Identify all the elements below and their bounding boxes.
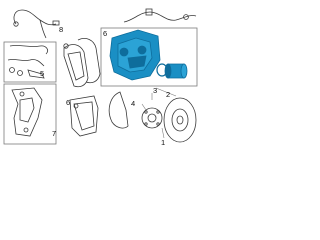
callout-label: 3 — [153, 86, 157, 95]
callout-label: 7 — [52, 129, 56, 138]
sensor-harness-lower — [7, 45, 48, 79]
group-box-5 — [3, 41, 57, 83]
callout-leaders — [141, 87, 177, 139]
callout-label: 6 — [103, 29, 107, 38]
wear-sensor-harness-upper — [13, 9, 60, 39]
brake-hose — [123, 8, 197, 23]
caliper-piston — [164, 63, 188, 79]
callout-label: 6 — [66, 98, 70, 107]
brake-rotor — [163, 97, 197, 143]
callout-label: 2 — [166, 90, 170, 99]
brake-pads — [63, 38, 101, 88]
callout-label: 5 — [40, 69, 44, 78]
brake-assembly-diagram: 8 5 7 6 6 — [3, 8, 198, 147]
brake-caliper-highlighted — [109, 29, 161, 81]
group-box-7 — [3, 83, 57, 145]
group-box-caliper — [100, 27, 198, 87]
callout-label: 8 — [59, 25, 63, 34]
callout-label: 1 — [161, 138, 165, 147]
splash-shield — [108, 91, 129, 129]
caliper-bracket — [11, 87, 43, 137]
hub-bearing — [141, 107, 163, 129]
callout-label: 4 — [131, 99, 135, 108]
pad-hardware — [69, 95, 99, 137]
